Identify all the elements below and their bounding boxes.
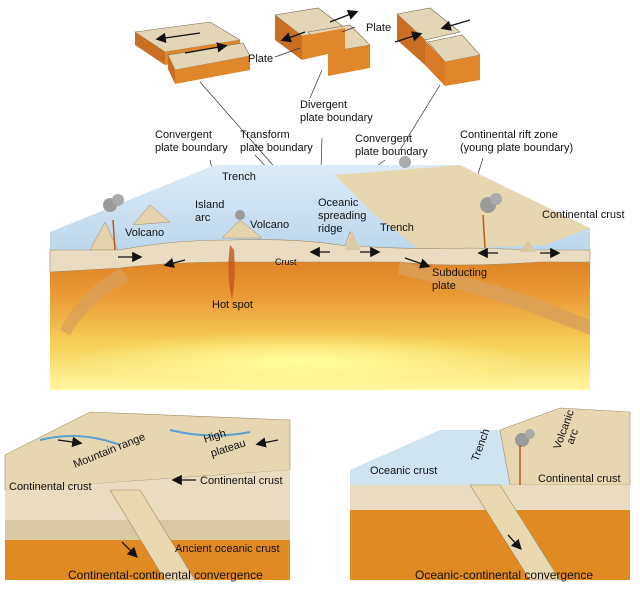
label-continental-crust: Continental crust <box>542 209 625 221</box>
top-labels: Plate Plate Convergent plate boundary Tr… <box>125 22 625 311</box>
label-transform-2: plate boundary <box>240 142 313 154</box>
label-convergent-right-2: plate boundary <box>355 146 428 158</box>
label-continental-crust-left: Continental crust <box>9 481 92 493</box>
label-volcano-left: Volcano <box>125 227 164 239</box>
label-rift-2: (young plate boundary) <box>460 142 573 154</box>
main-block <box>49 156 591 392</box>
label-transform-1: Transform <box>240 129 290 141</box>
label-rift-1: Continental rift zone <box>460 129 558 141</box>
block-divergent <box>274 7 371 76</box>
caption-oceanic: Oceanic-continental convergence <box>415 568 593 582</box>
label-divergent-1: Divergent <box>300 99 347 111</box>
label-subducting-1: Subducting <box>432 267 487 279</box>
label-island-arc-2: arc <box>195 212 211 224</box>
label-ancient-oceanic-crust: Ancient oceanic crust <box>175 543 280 555</box>
label-subducting-2: plate <box>432 280 456 292</box>
label-oceanic-crust: Oceanic crust <box>370 465 437 477</box>
caption-continental: Continental-continental convergence <box>68 568 263 582</box>
label-convergent-right-1: Convergent <box>355 133 412 145</box>
label-volcanic-arc-2: arc <box>565 427 582 446</box>
bottom-right-labels: Oceanic crust Trench Volcanic arc Contin… <box>370 408 621 582</box>
label-convergent-left-2: plate boundary <box>155 142 228 154</box>
label-hot-spot: Hot spot <box>212 299 253 311</box>
label-island-arc-1: Island <box>195 199 224 211</box>
label-convergent-left-1: Convergent <box>155 129 212 141</box>
label-plate-left: Plate <box>248 53 273 65</box>
label-volcano-mid: Volcano <box>250 219 289 231</box>
label-ridge-3: ridge <box>318 223 342 235</box>
label-divergent-2: plate boundary <box>300 112 373 124</box>
bottom-left-block <box>4 411 291 581</box>
label-ridge-1: Oceanic <box>318 197 359 209</box>
label-trench-right: Trench <box>380 222 414 234</box>
label-trench-left: Trench <box>222 171 256 183</box>
label-br-continental-crust: Continental crust <box>538 473 621 485</box>
label-crust: Crust <box>275 257 297 267</box>
label-ridge-2: spreading <box>318 210 366 222</box>
bottom-right-block <box>350 407 631 581</box>
label-plate-right: Plate <box>366 22 391 34</box>
label-continental-crust-right: Continental crust <box>200 475 283 487</box>
block-transform <box>134 21 251 84</box>
block-convergent <box>394 7 481 86</box>
